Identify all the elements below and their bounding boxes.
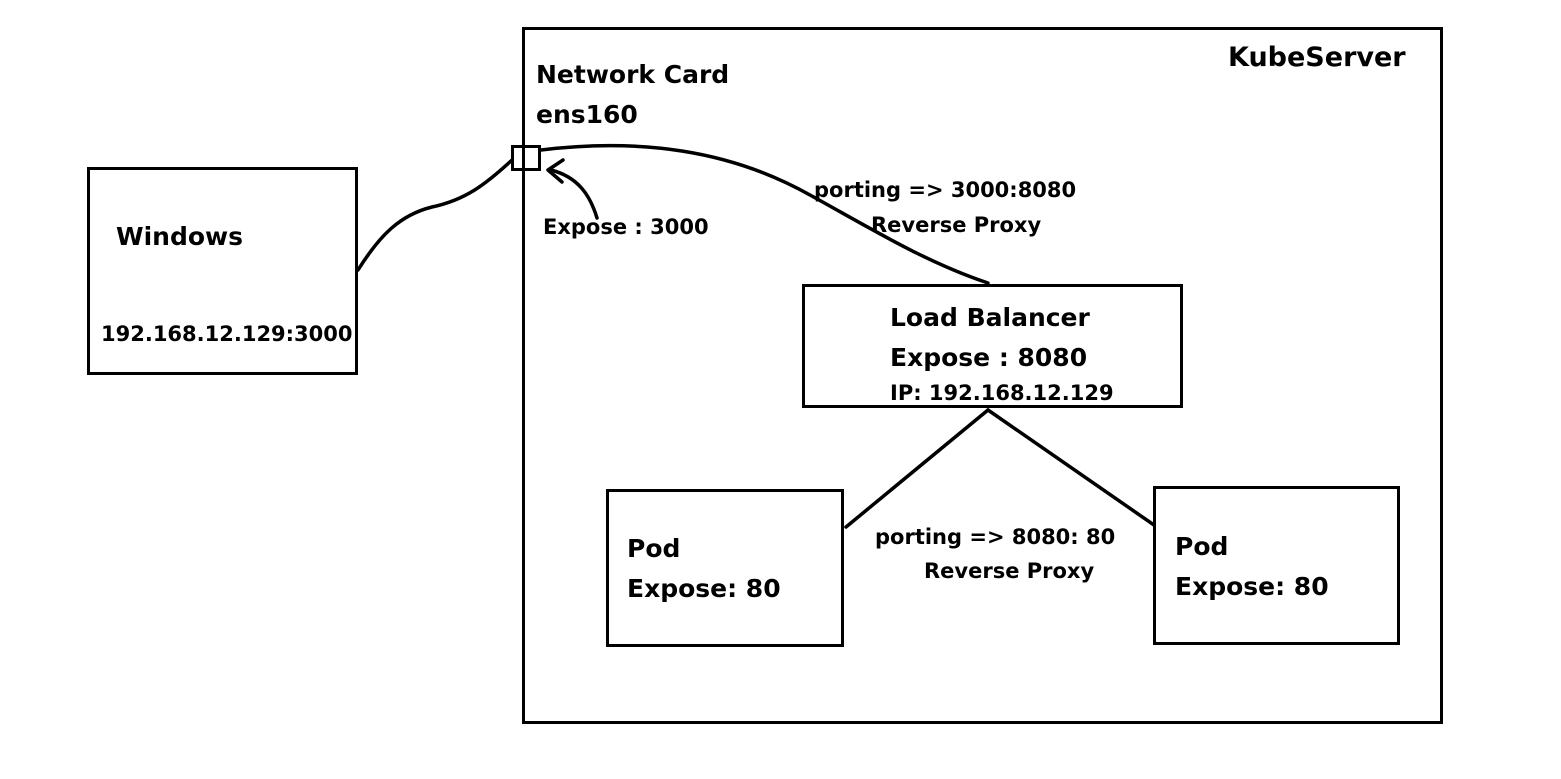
windows-title: Windows <box>116 222 243 251</box>
windows-address: 192.168.12.129:3000 <box>101 322 353 346</box>
pod-left-expose: Expose: 80 <box>627 574 781 603</box>
pod-right-title: Pod <box>1175 532 1229 561</box>
outer-porting-label: porting => 3000:8080 <box>814 178 1077 202</box>
pod-left-title: Pod <box>627 534 681 563</box>
load-balancer-ip: IP: 192.168.12.129 <box>890 381 1114 405</box>
pod-box-right <box>1153 486 1400 645</box>
kubeserver-title: KubeServer <box>1228 42 1406 73</box>
network-port <box>511 145 541 171</box>
kubeserver-box <box>522 27 1443 724</box>
network-card-label: Network Card <box>536 60 730 89</box>
inner-proxy-label: Reverse Proxy <box>924 559 1095 583</box>
windows-to-nic-line <box>356 158 514 272</box>
load-balancer-title: Load Balancer <box>890 303 1090 332</box>
outer-proxy-label: Reverse Proxy <box>871 213 1042 237</box>
load-balancer-expose: Expose : 8080 <box>890 343 1088 372</box>
inner-porting-label: porting => 8080: 80 <box>875 525 1116 549</box>
network-card-interface: ens160 <box>536 100 638 129</box>
pod-box-left <box>606 489 844 647</box>
network-card-expose: Expose : 3000 <box>543 215 709 239</box>
pod-right-expose: Expose: 80 <box>1175 572 1329 601</box>
load-balancer-box <box>802 284 1183 408</box>
